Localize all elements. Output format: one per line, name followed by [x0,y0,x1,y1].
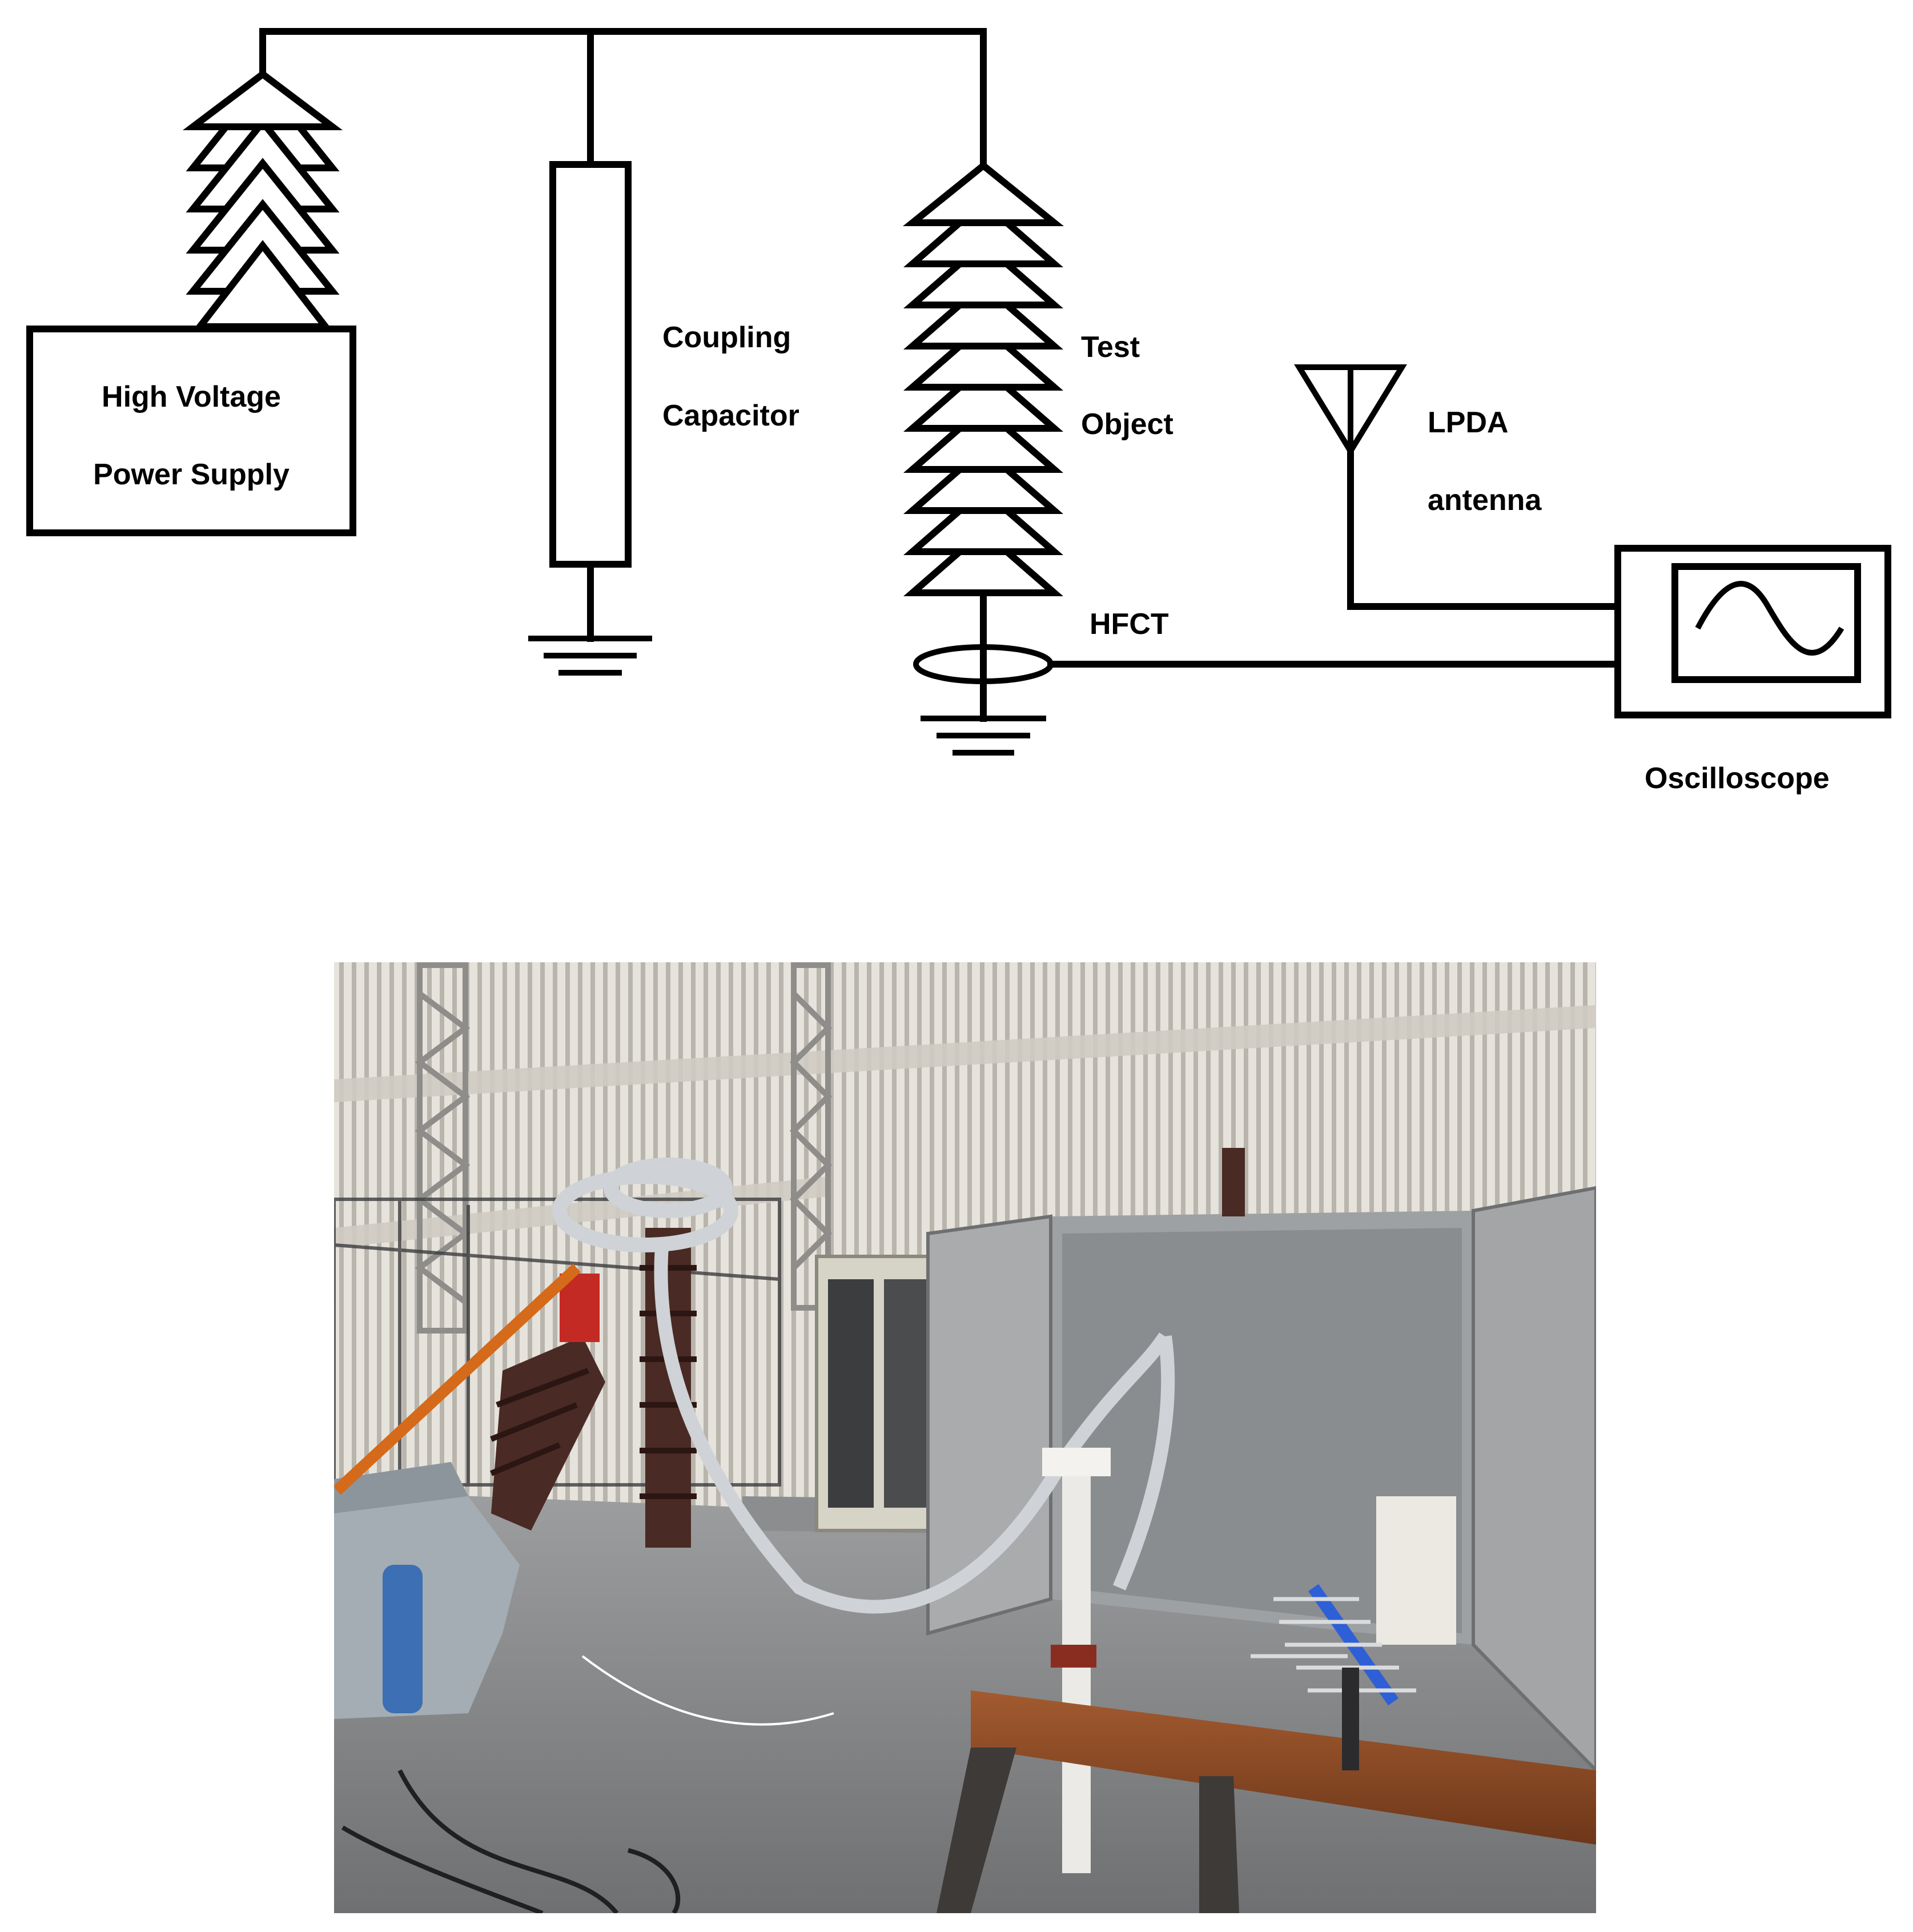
antenna-wire [1347,448,1621,610]
schematic-diagram: High Voltage Power Supply Coupling Capac… [26,28,1891,795]
coupling-capacitor-label-line2: Capacitor [662,399,799,432]
top-bus-wire [259,28,987,166]
test-object-label-line2: Object [1081,408,1173,441]
power-supply-box [26,326,356,536]
test-object-label-line1: Test [1081,331,1140,364]
test-object-ground-icon [921,716,1046,756]
coupling-capacitor-icon [549,161,632,568]
antenna-label-line2: antenna [1428,484,1542,517]
antenna-label-line1: LPDA [1428,406,1509,439]
oscilloscope-label: Oscilloscope [1645,762,1830,795]
oscilloscope-icon [1614,545,1891,718]
capacitor-ground-icon [528,636,652,676]
power-supply-label-line2: Power Supply [93,458,290,491]
hfct-label: HFCT [1090,608,1169,641]
laboratory-photo [334,962,1596,1913]
photo-antenna-icon [1251,1584,1416,1770]
test-object-insulator-icon [903,161,1064,596]
power-supply-label-line1: High Voltage [102,380,281,413]
power-supply-bushing-icon [183,70,343,330]
coupling-capacitor-label-line1: Coupling [662,321,791,354]
antenna-icon [1294,364,1407,457]
